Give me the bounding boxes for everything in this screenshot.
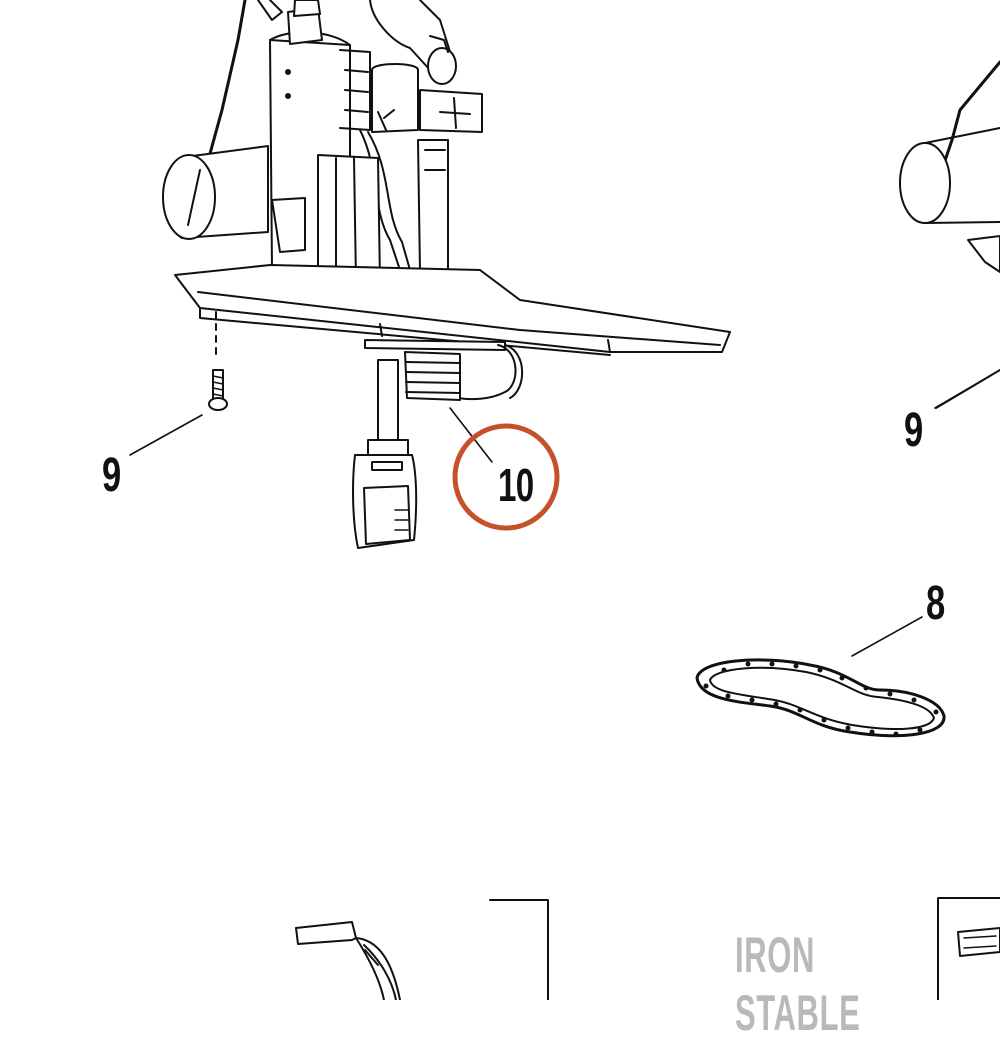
callout-9-right: 9 bbox=[904, 404, 923, 457]
leader-lines bbox=[129, 369, 1000, 657]
second-pump-module bbox=[899, 60, 1000, 409]
bottom-right-part bbox=[937, 897, 1000, 1000]
fuel-pump-module bbox=[162, 0, 731, 549]
bottom-bracket bbox=[295, 899, 549, 1000]
tank-gasket bbox=[695, 658, 946, 738]
watermark: IRON STABLE bbox=[735, 927, 861, 1041]
highlight-circle bbox=[452, 423, 560, 531]
callout-10: 10 bbox=[498, 459, 534, 511]
callout-8: 8 bbox=[926, 577, 945, 630]
callout-9-left: 9 bbox=[102, 449, 121, 502]
parts-diagram bbox=[129, 0, 1000, 1000]
